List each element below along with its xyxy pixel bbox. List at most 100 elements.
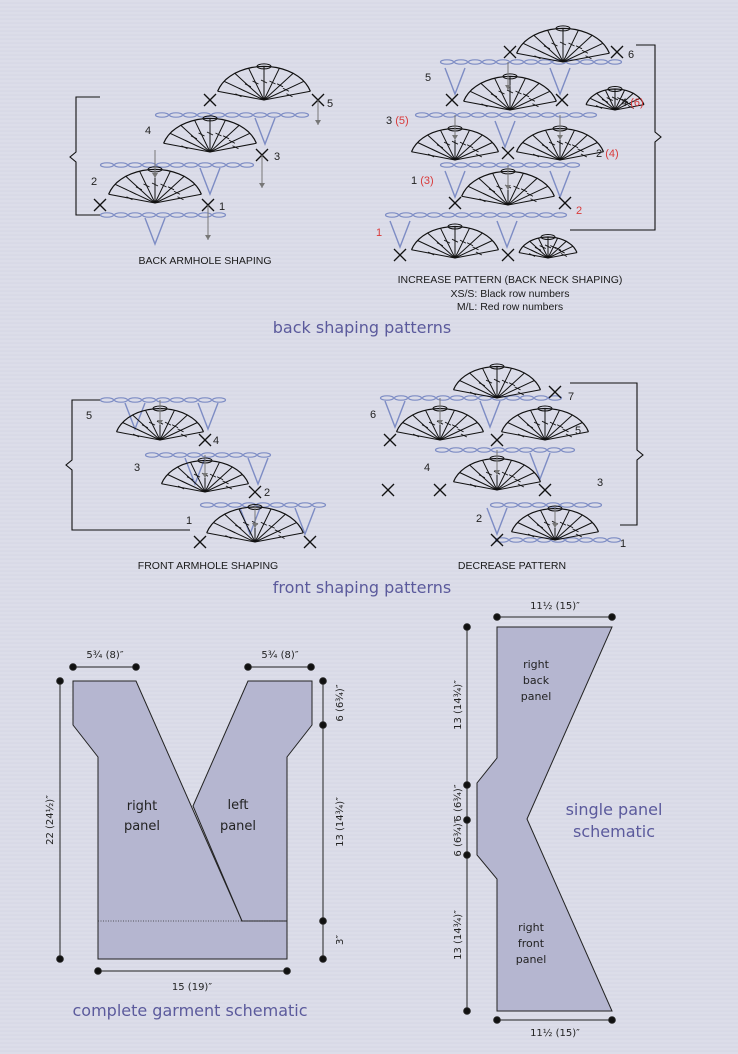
chain-stitch — [454, 212, 470, 218]
stitch-tick — [565, 433, 573, 438]
chain-stitch — [509, 59, 525, 65]
stitch-tick — [566, 524, 574, 529]
single-panel-schematic: 11½ (15)″ 11½ (15)″ 13 (14¾)″ 6 (6¾)″ 6 … — [453, 600, 662, 1039]
chain-stitch — [508, 537, 524, 543]
stitch-tick — [498, 90, 505, 95]
stitch-tick — [575, 45, 583, 50]
double-crochet-stitch — [209, 132, 251, 153]
single-crochet-x — [381, 483, 395, 497]
stitch-tick — [184, 139, 192, 144]
double-crochet-stitch — [440, 129, 456, 161]
chain-stitch — [154, 112, 170, 118]
double-crochet-stitch — [517, 414, 546, 441]
stitch-tick — [556, 140, 564, 145]
double-crochet-stitch — [547, 252, 578, 259]
stitch-tick — [558, 249, 565, 254]
stitch-tick — [222, 135, 230, 140]
stitch-tick — [286, 93, 293, 98]
row-number: 5 — [575, 425, 581, 437]
double-crochet-stitch — [533, 34, 564, 63]
chain-stitch — [540, 112, 556, 118]
chain-stitch — [442, 112, 458, 118]
stitch-tick — [475, 153, 483, 158]
row-number: 2 — [476, 513, 482, 525]
stitch-tick — [488, 188, 496, 193]
stitch-tick — [235, 524, 242, 529]
chain-loop — [540, 234, 556, 240]
double-crochet-stitch — [139, 170, 156, 204]
stitch-tick — [517, 433, 525, 438]
row-bracket — [570, 44, 662, 231]
x-stroke — [501, 146, 515, 160]
stitch-tick — [508, 382, 516, 387]
x-stroke — [558, 196, 572, 210]
chain-stitch — [578, 537, 594, 543]
single-crochet-x — [548, 385, 562, 399]
row-number: 2 — [91, 176, 97, 188]
stitch-tick — [252, 80, 259, 85]
stitch-tick — [228, 529, 236, 534]
arrow-head — [494, 470, 500, 475]
chain-row — [99, 212, 227, 218]
arrow-head — [437, 420, 443, 425]
stitch-tick — [532, 153, 540, 158]
v-stitch — [294, 507, 316, 536]
front-panel-label: panel — [516, 953, 547, 966]
chain-row — [439, 162, 581, 168]
stitch-tick — [496, 185, 503, 190]
chain-stitch — [213, 502, 229, 508]
stitch-tick — [206, 131, 214, 136]
double-crochet-stitch — [439, 422, 478, 441]
chain-loop — [555, 25, 571, 32]
double-crochet-stitch — [194, 119, 211, 153]
chain-stitch — [532, 447, 548, 453]
stitch-tick — [443, 239, 451, 244]
stitch-tick — [215, 132, 222, 137]
double-crochet-stitch — [454, 134, 483, 161]
stitch-tick — [533, 421, 541, 426]
double-crochet-stitch — [544, 409, 560, 441]
chain-stitch — [439, 59, 455, 65]
double-crochet-stitch — [439, 409, 455, 441]
stitch-tick — [428, 421, 436, 426]
v-stitch — [549, 67, 571, 96]
double-crochet-stitch — [554, 531, 599, 541]
increase-pattern-chart — [384, 25, 662, 262]
stitch-tick — [554, 246, 562, 251]
stitch-tick — [475, 251, 483, 256]
chain-loop — [447, 223, 463, 230]
row-bracket — [570, 382, 644, 526]
chain-row — [494, 537, 622, 543]
chain-stitch — [606, 537, 622, 543]
chain-stitch — [183, 162, 199, 168]
stitch-tick — [541, 420, 549, 425]
stitch-tick — [469, 483, 477, 488]
double-crochet-stitch — [154, 183, 196, 204]
stitch-tick — [177, 196, 184, 201]
back-panel-label: panel — [521, 690, 552, 703]
arrow-head — [557, 135, 563, 140]
chain-stitch — [200, 452, 216, 458]
row-number: 7 — [568, 391, 574, 403]
double-crochet-stitch — [427, 134, 456, 161]
chain-stitch — [384, 212, 400, 218]
row-number: 1 (3) — [411, 175, 434, 187]
stitch-tick — [436, 144, 444, 149]
chain-row — [99, 397, 227, 403]
garment-schematic-caption: complete garment schematic — [72, 1001, 307, 1020]
x-stroke — [501, 248, 515, 262]
shell-stitch-fan — [452, 363, 542, 399]
row-number: 5 — [425, 72, 431, 84]
back-panel-label: back — [523, 674, 550, 687]
chain-stitch — [266, 112, 282, 118]
stitch-tick — [585, 55, 592, 60]
x-stroke — [203, 93, 217, 107]
stitch-tick — [444, 421, 452, 426]
stitch-tick — [478, 382, 486, 387]
row-number: 3 (5) — [386, 115, 409, 127]
chain-stitch — [538, 212, 554, 218]
double-crochet-stitch — [509, 90, 551, 111]
stitch-tick — [416, 428, 423, 433]
stitch-tick — [235, 93, 242, 98]
